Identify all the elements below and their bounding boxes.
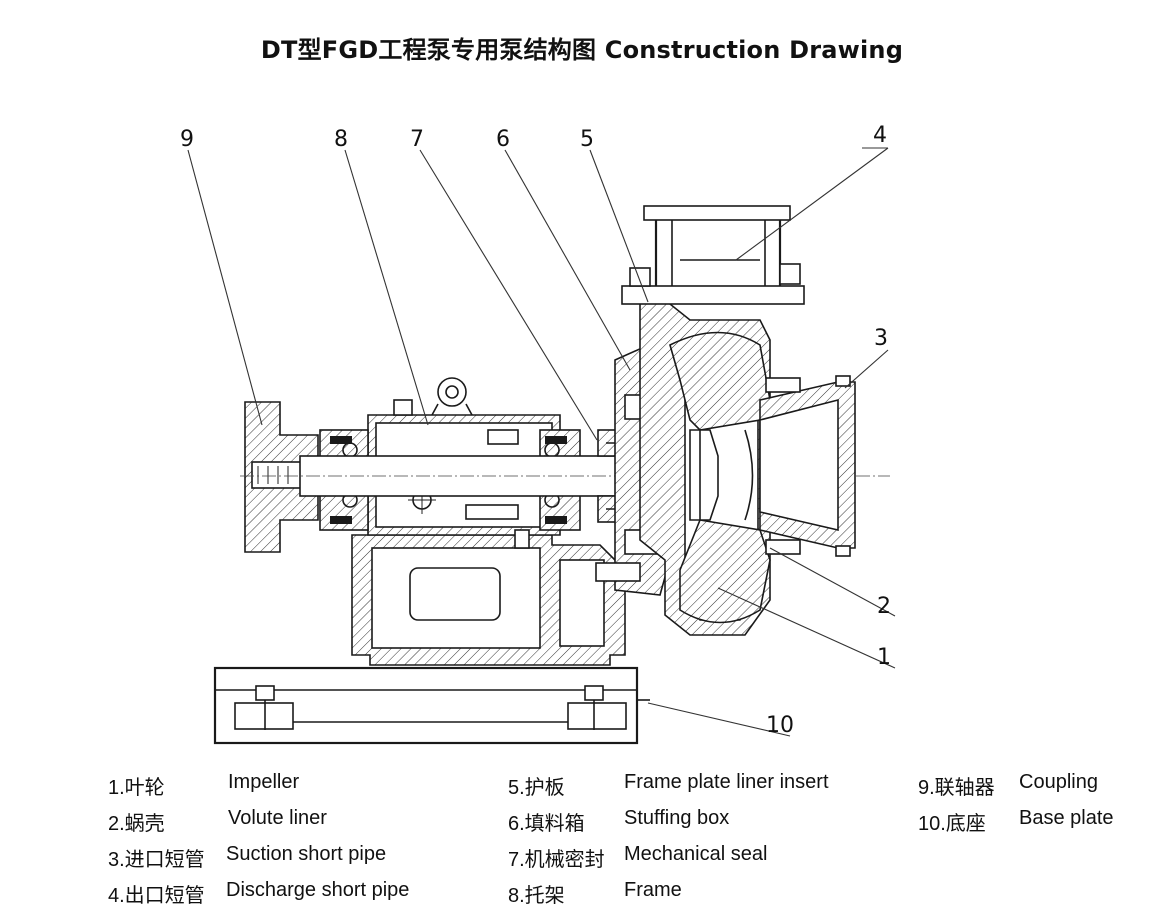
suction-pipe	[744, 375, 856, 557]
legend-num: 10.底座	[918, 813, 986, 835]
callout-3: 3	[874, 326, 888, 351]
legend-num: 8.托架	[508, 885, 565, 907]
discharge-pipe	[621, 205, 805, 305]
callout-numbers: 9 8 7 6 5 4 3 2 1 10	[180, 123, 891, 738]
callout-1: 1	[877, 645, 891, 670]
leader-lines	[187, 147, 896, 737]
legend-en: Frame plate liner insert	[624, 771, 829, 793]
base-plate	[213, 666, 650, 745]
legend-en: Coupling	[1019, 771, 1098, 793]
legend-num: 5.护板	[508, 777, 565, 799]
callout-7: 7	[410, 127, 424, 152]
legend-en: Base plate	[1019, 807, 1114, 829]
legend-num: 9.联轴器	[918, 777, 995, 799]
callout-9: 9	[180, 127, 194, 152]
callout-8: 8	[334, 127, 348, 152]
legend-en: Frame	[624, 879, 682, 901]
callout-6: 6	[496, 127, 510, 152]
pump-casing	[639, 299, 771, 636]
callout-2: 2	[877, 594, 891, 619]
drawing-title: DT型FGD工程泵专用泵结构图 Construction Drawing	[260, 36, 904, 64]
legend-en: Volute liner	[228, 807, 327, 829]
legend-num: 6.填料箱	[508, 813, 585, 835]
callout-10: 10	[766, 713, 794, 738]
legend-en: Impeller	[228, 771, 300, 793]
legend-en: Stuffing box	[624, 807, 730, 829]
legend-num: 4.出口短管	[108, 885, 205, 907]
legend-num: 1.叶轮	[108, 777, 165, 799]
pump-construction-drawing: 9 8 7 6 5 4 3 2 1 10	[180, 123, 896, 745]
callout-4: 4	[873, 123, 887, 148]
legend-num: 2.蜗壳	[108, 813, 165, 835]
callout-5: 5	[580, 127, 594, 152]
frame	[319, 377, 626, 666]
coupling	[244, 401, 319, 553]
legend-num: 3.进口短管	[108, 849, 205, 871]
legend-num: 7.机械密封	[508, 849, 605, 871]
legend-en: Discharge short pipe	[226, 879, 410, 901]
legend-en: Suction short pipe	[226, 843, 387, 865]
legend-en: Mechanical seal	[624, 843, 768, 865]
